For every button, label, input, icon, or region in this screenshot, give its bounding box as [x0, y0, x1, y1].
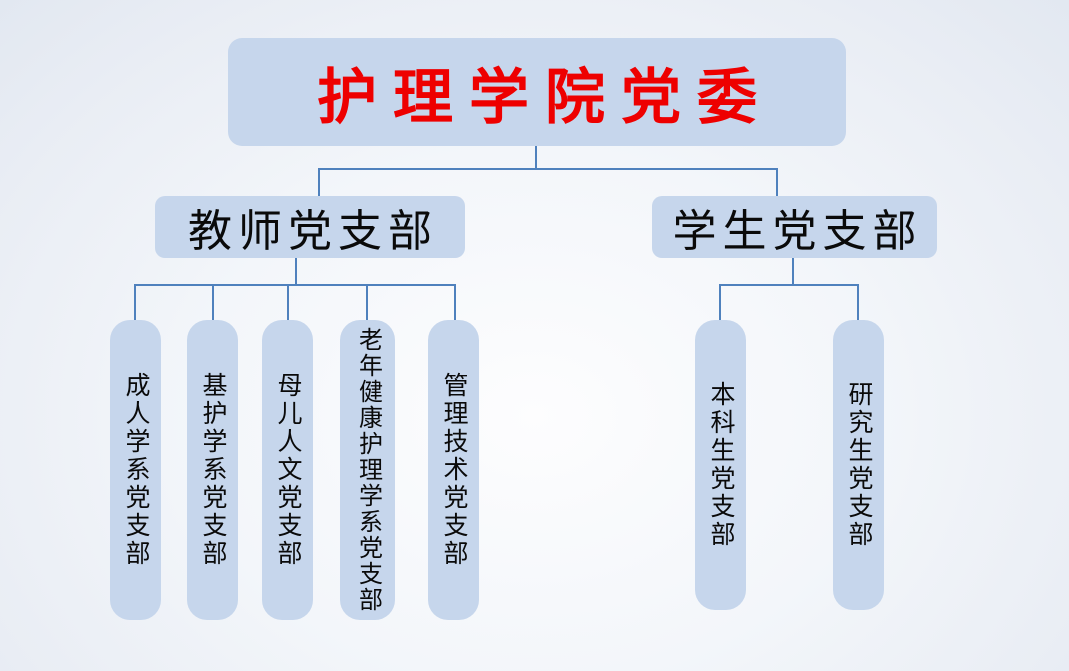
branch-box-teachers: 教师党支部 — [155, 196, 465, 258]
child-box-students-2: 研究生党支部 — [833, 320, 884, 610]
child-teachers-2-label: 基护学系党支部 — [199, 372, 226, 568]
child-box-teachers-5: 管理技术党支部 — [428, 320, 479, 620]
connector-students-stub — [792, 258, 794, 285]
root-label: 护理学院党委 — [317, 64, 773, 131]
child-box-teachers-2: 基护学系党支部 — [187, 320, 238, 620]
connector-teachers-drop-3 — [287, 284, 289, 320]
connector-root-horizontal — [318, 168, 778, 170]
root-box: 护理学院党委 — [228, 38, 846, 146]
connector-teachers-drop-1 — [134, 284, 136, 320]
child-students-1-label: 本科生党支部 — [707, 381, 734, 549]
child-box-teachers-1: 成人学系党支部 — [110, 320, 161, 620]
connector-root-drop-left — [318, 168, 320, 196]
connector-teachers-horizontal — [134, 284, 456, 286]
connector-teachers-drop-5 — [454, 284, 456, 320]
child-box-teachers-3: 母儿人文党支部 — [262, 320, 313, 620]
connector-teachers-drop-4 — [366, 284, 368, 320]
connector-root-drop-right — [776, 168, 778, 196]
child-teachers-4-label: 老年健康护理学系党支部 — [354, 327, 381, 613]
branch-students-label: 学生党支部 — [672, 207, 923, 256]
child-teachers-5-label: 管理技术党支部 — [440, 372, 467, 568]
connector-root-stub — [535, 146, 537, 169]
branch-box-students: 学生党支部 — [652, 196, 937, 258]
connector-teachers-stub — [295, 258, 297, 285]
connector-teachers-drop-2 — [212, 284, 214, 320]
branch-teachers-label: 教师党支部 — [188, 207, 438, 256]
child-teachers-1-label: 成人学系党支部 — [122, 372, 149, 568]
connector-students-horizontal — [719, 284, 859, 286]
connector-students-drop-2 — [857, 284, 859, 320]
child-box-teachers-4: 老年健康护理学系党支部 — [340, 320, 395, 620]
child-students-2-label: 研究生党支部 — [845, 381, 872, 549]
child-box-students-1: 本科生党支部 — [695, 320, 746, 610]
connector-students-drop-1 — [719, 284, 721, 320]
child-teachers-3-label: 母儿人文党支部 — [274, 372, 301, 568]
